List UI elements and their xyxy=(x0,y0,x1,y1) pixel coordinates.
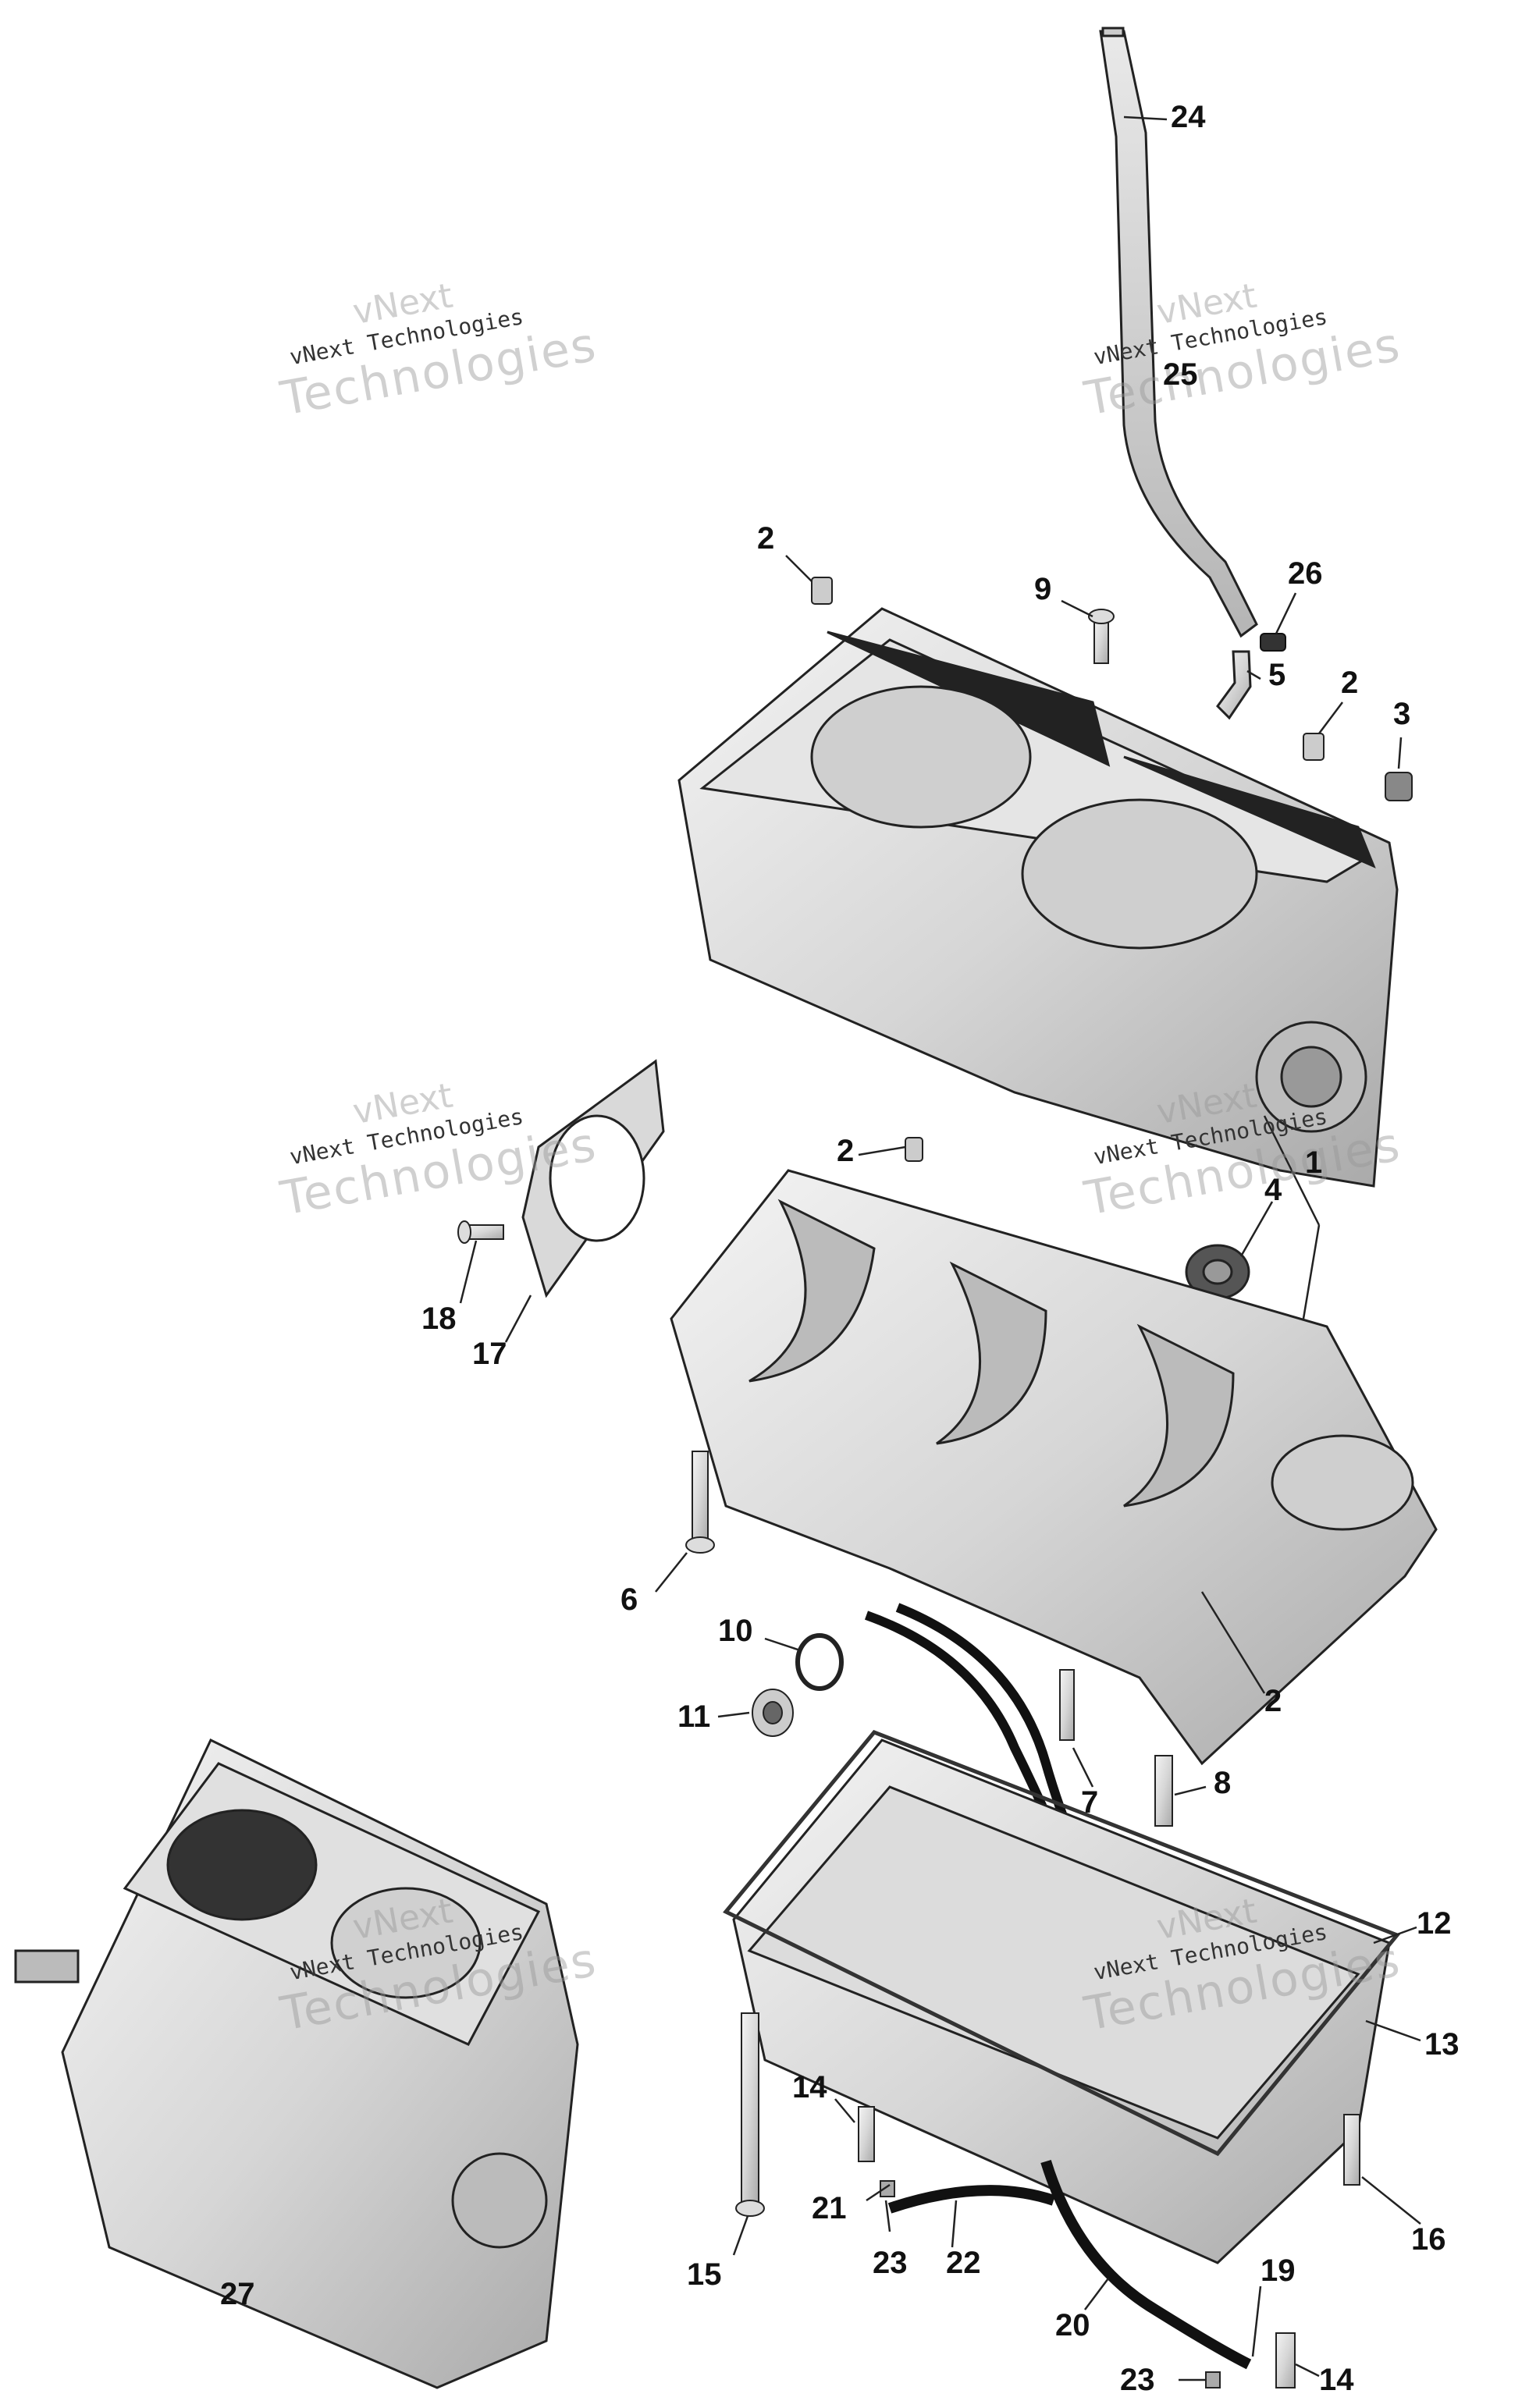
callout-12: 12 xyxy=(1417,1906,1452,1941)
part-11-fitting xyxy=(752,1689,794,1737)
part-14-fitting-a xyxy=(858,2106,875,2162)
callout-1: 1 xyxy=(1305,1145,1323,1180)
callout-2: 2 xyxy=(757,521,775,556)
callout-8: 8 xyxy=(1214,1766,1232,1800)
callout-20: 20 xyxy=(1055,2308,1090,2342)
callout-27: 27 xyxy=(220,2277,255,2311)
callout-15: 15 xyxy=(687,2257,722,2292)
part-26-plug xyxy=(1260,633,1286,652)
callout-23: 23 xyxy=(873,2246,908,2280)
part-27-engine-assembly xyxy=(14,1738,579,2389)
callout-2: 2 xyxy=(1341,666,1359,700)
part-23-clamp-a xyxy=(880,2180,895,2197)
callout-25: 25 xyxy=(1163,357,1198,392)
part-7-bolt xyxy=(1059,1669,1075,1741)
callout-10: 10 xyxy=(718,1614,753,1648)
part-16-bolt xyxy=(1343,2114,1360,2186)
part-6-bolt xyxy=(685,1451,715,1554)
callout-22: 22 xyxy=(946,2246,981,2280)
leader-lines xyxy=(459,115,1421,2381)
callout-19: 19 xyxy=(1261,2254,1296,2288)
callout-23: 23 xyxy=(1120,2363,1155,2397)
part-15-bolt xyxy=(735,2012,765,2217)
part-14-fitting-b xyxy=(1275,2332,1296,2388)
callout-5: 5 xyxy=(1268,658,1286,692)
part-23-clamp-b xyxy=(1205,2371,1221,2388)
callout-21: 21 xyxy=(812,2191,847,2225)
part-20-hose xyxy=(1040,2159,1252,2370)
callout-6: 6 xyxy=(620,1582,638,1617)
callout-2: 2 xyxy=(837,1134,855,1168)
callout-9: 9 xyxy=(1034,572,1052,606)
callout-17: 17 xyxy=(472,1337,507,1371)
part-8-bolt xyxy=(1154,1755,1173,1827)
callout-13: 13 xyxy=(1424,2027,1460,2062)
part-13-oil-pan xyxy=(732,1739,1391,2264)
part-17-gasket xyxy=(521,1059,665,1298)
part-3-plug xyxy=(1385,772,1413,801)
callout-18: 18 xyxy=(421,1302,457,1336)
part-9-bolt-head xyxy=(1088,609,1115,624)
callout-4: 4 xyxy=(1264,1173,1282,1207)
callout-7: 7 xyxy=(1081,1785,1099,1820)
part-2-dowel-b xyxy=(1303,733,1325,761)
part-22-hose xyxy=(887,2185,1056,2214)
callout-16: 16 xyxy=(1411,2222,1446,2257)
callout-14: 14 xyxy=(792,2070,827,2104)
part-2-dowel-a xyxy=(811,577,833,605)
callout-24: 24 xyxy=(1171,100,1206,134)
part-10-washer xyxy=(795,1633,844,1691)
part-5-fitting xyxy=(1216,650,1252,720)
upper-crankcase xyxy=(677,607,1399,1188)
part-2-dowel-c xyxy=(905,1137,923,1162)
part-18-pin xyxy=(457,1220,504,1244)
lower-crankcase xyxy=(670,1169,1438,1766)
callout-3: 3 xyxy=(1393,697,1411,731)
callout-14: 14 xyxy=(1319,2363,1354,2397)
callout-2: 2 xyxy=(1264,1684,1282,1718)
callout-11: 11 xyxy=(677,1699,711,1734)
callout-26: 26 xyxy=(1288,556,1323,591)
dipstick-tube xyxy=(1099,27,1258,638)
